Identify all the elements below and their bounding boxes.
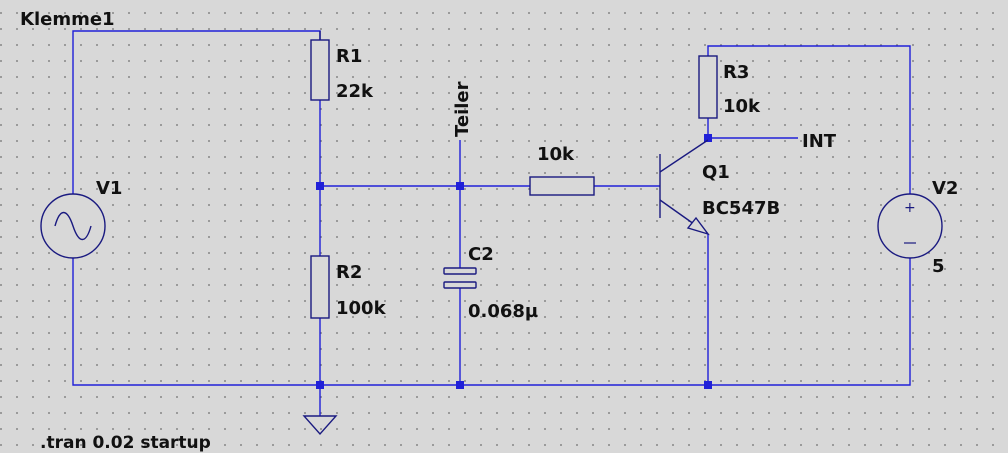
label-c2-value: 0.068µ	[468, 301, 538, 322]
label-r1-name: R1	[336, 46, 362, 67]
resistor-base-body[interactable]	[529, 176, 595, 196]
ground-symbol[interactable]	[302, 415, 338, 436]
resistor-r3[interactable]	[698, 55, 718, 119]
emitter-arrow-icon	[686, 216, 710, 236]
junction-dot	[456, 381, 464, 389]
wire-ground-rail[interactable]	[72, 258, 911, 386]
resistor-r2[interactable]	[310, 255, 330, 319]
capacitor-c2-plate-bottom[interactable]	[443, 281, 477, 289]
junction-dot	[704, 381, 712, 389]
label-c2-name: C2	[468, 244, 494, 265]
label-r2-name: R2	[336, 262, 362, 283]
wire-klemme1[interactable]	[72, 30, 321, 194]
v2-circle[interactable]	[877, 193, 943, 259]
q1-collector-lead	[659, 139, 709, 173]
junction-dot	[316, 381, 324, 389]
wire-r3-v2[interactable]	[707, 45, 911, 194]
label-r3-value: 10k	[723, 96, 761, 117]
plus-sign: +	[904, 200, 916, 216]
label-int[interactable]: INT	[802, 131, 837, 152]
capacitor-c2-plate-top[interactable]	[443, 267, 477, 275]
label-r2-value: 100k	[336, 298, 387, 319]
resistor-base[interactable]	[529, 176, 595, 196]
spice-directive[interactable]: .tran 0.02 startup	[40, 433, 211, 453]
resistor-r3-body[interactable]	[698, 55, 718, 119]
label-v2-value: 5	[932, 256, 945, 277]
label-teiler[interactable]: Teiler	[452, 81, 473, 137]
label-q1-name: Q1	[702, 162, 730, 183]
label-r3-name: R3	[723, 62, 749, 83]
voltage-source-v2[interactable]: +	[877, 193, 943, 259]
label-v1-name: V1	[96, 178, 122, 199]
label-klemme1[interactable]: Klemme1	[20, 9, 115, 30]
resistor-r2-body[interactable]	[310, 255, 330, 319]
junction-dot	[456, 182, 464, 190]
label-q1-model: BC547B	[702, 198, 780, 219]
resistor-r1-body[interactable]	[310, 39, 330, 101]
label-r1-value: 22k	[336, 81, 374, 102]
sine-wave-icon	[54, 211, 92, 241]
label-rb-value: 10k	[537, 144, 575, 165]
label-v2-name: V2	[932, 178, 958, 199]
voltage-source-v1[interactable]	[40, 193, 106, 259]
resistor-r1[interactable]	[310, 31, 330, 101]
wires	[72, 30, 911, 416]
transistor-q1[interactable]	[659, 139, 710, 236]
junction-dot	[704, 134, 712, 142]
capacitor-c2[interactable]	[443, 267, 477, 289]
junction-dot	[316, 182, 324, 190]
junctions	[316, 134, 712, 389]
ground-icon	[302, 415, 338, 436]
